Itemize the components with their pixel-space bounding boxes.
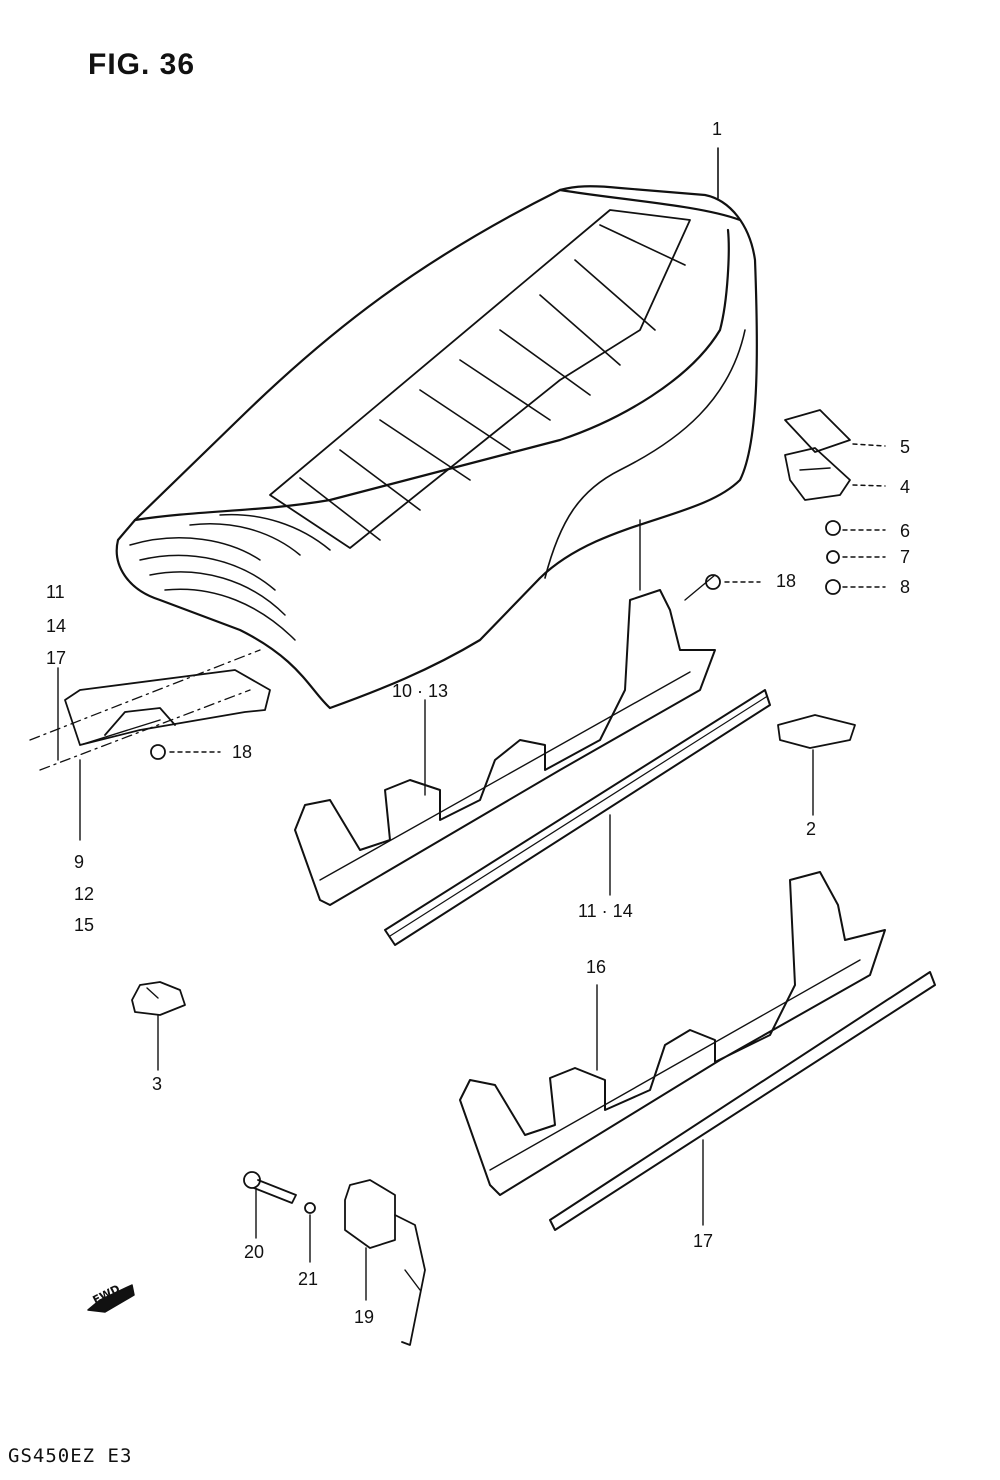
- clip-part-3: [131, 981, 186, 1016]
- seat-side-frame-part-16: [459, 871, 886, 1196]
- callout-6: 6: [900, 521, 911, 541]
- hinge-plate-part-5: [784, 409, 851, 453]
- callout-21: 21: [298, 1269, 319, 1289]
- callout-3: 3: [152, 1074, 163, 1094]
- callout-14-left: 14: [46, 616, 67, 636]
- callout-2: 2: [806, 819, 817, 839]
- callout-7: 7: [900, 547, 911, 567]
- callout-10-13: 10 · 13: [392, 681, 449, 701]
- forward-arrow-icon: [87, 1284, 135, 1313]
- callout-15: 15: [74, 915, 95, 935]
- model-code: GS450EZ E3: [8, 1445, 133, 1467]
- callout-11-14: 11 · 14: [578, 901, 633, 921]
- trim-strip-part-17: [549, 971, 936, 1231]
- washer-part-21: [304, 1202, 316, 1214]
- callout-16: 16: [586, 957, 607, 977]
- callout-18-right: 18: [776, 571, 797, 591]
- figure-title: FIG. 36: [88, 48, 196, 81]
- callout-20: 20: [244, 1242, 265, 1262]
- hinge-bracket-part-4: [784, 447, 851, 501]
- callout-17: 17: [693, 1231, 714, 1251]
- seat-latch-bracket-part-9: [64, 669, 271, 746]
- seat-lock-part-19: [344, 1179, 426, 1346]
- callout-18-left: 18: [232, 742, 253, 762]
- callout-9: 9: [74, 852, 85, 872]
- grommet-part-18-left: [150, 744, 166, 760]
- callout-11-left: 11: [46, 582, 65, 602]
- clip-part-2: [777, 714, 856, 749]
- callout-1: 1: [712, 119, 723, 139]
- callout-17-left: 17: [46, 648, 67, 668]
- nut-part-8: [825, 579, 841, 595]
- washer-part-6: [825, 520, 841, 536]
- callout-4: 4: [900, 477, 911, 497]
- trim-strip-part-11-14: [384, 689, 771, 946]
- seat-part-1: [115, 185, 758, 710]
- callout-19: 19: [354, 1307, 375, 1327]
- callout-5: 5: [900, 437, 911, 457]
- lock-washer-part-7: [826, 550, 840, 564]
- callout-12: 12: [74, 884, 95, 904]
- bolt-part-20: [243, 1171, 297, 1204]
- callout-8: 8: [900, 577, 911, 597]
- seat-side-frame-part-10-13: [294, 519, 716, 906]
